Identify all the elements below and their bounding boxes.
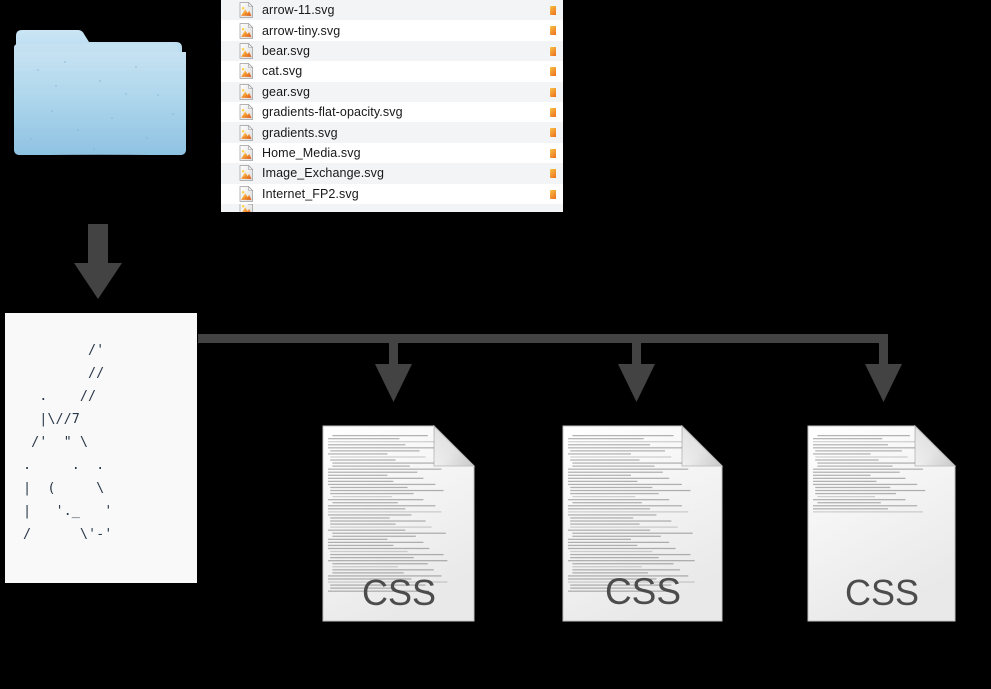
arrow-branch-3	[865, 338, 902, 402]
folder-icon[interactable]	[8, 18, 194, 168]
file-name: gradients-flat-opacity.svg	[262, 105, 403, 120]
css2-glyph	[562, 424, 727, 626]
svg-file-icon	[239, 104, 254, 120]
file-list-item[interactable]: bear.svg	[221, 40, 563, 62]
file-name: Internet_FP2.svg	[262, 186, 359, 201]
file-list-item[interactable]: Internet_FP2.svg	[221, 183, 563, 204]
css-label: CSS	[604, 571, 682, 613]
clipped-icon-column	[550, 107, 556, 117]
svg-file-icon	[239, 42, 254, 59]
tree-trunk	[198, 334, 888, 343]
svg-file-icon	[239, 124, 254, 141]
file-list-rows: arrow-11.svg arrow-tiny.svg bear.svg cat.sv…	[221, 0, 563, 212]
css-document-2[interactable]: CSS	[558, 421, 728, 627]
css3-glyph	[807, 424, 960, 626]
css-label: CSS	[361, 572, 437, 614]
ascii-art-panel[interactable]: /' // . // |\//7 /' " \ . . . | ( \ | '.…	[5, 313, 197, 583]
file-name: arrow-11.svg	[262, 3, 335, 18]
svg-file-icon	[239, 185, 254, 202]
svg-file-icon	[239, 2, 254, 18]
clipped-icon-column	[550, 46, 556, 56]
css1-glyph	[322, 424, 479, 626]
file-list-item-clipped[interactable]	[221, 203, 563, 212]
svg-file-icon	[239, 22, 254, 39]
css-document-1[interactable]: CSS	[318, 421, 480, 627]
svg-file-list[interactable]: arrow-11.svg arrow-tiny.svg bear.svg cat.sv…	[221, 0, 563, 212]
svg-file-icon	[239, 144, 254, 161]
svg-file-icon	[239, 63, 254, 80]
ascii-art-cat: /' // . // |\//7 /' " \ . . . | ( \ | '.…	[23, 342, 113, 542]
arrow-branch-2	[618, 338, 655, 402]
clipped-icon-column	[550, 189, 556, 199]
file-list-item[interactable]: gear.svg	[221, 81, 563, 102]
arrow-folder-to-ascii	[74, 224, 122, 299]
svg-file-icon	[239, 203, 254, 212]
clipped-icon-column	[550, 87, 556, 97]
folder-glyph	[14, 30, 186, 164]
file-name: gradients.svg	[262, 125, 338, 140]
file-list-item[interactable]: Image_Exchange.svg	[221, 163, 563, 184]
clipped-icon-column	[550, 128, 556, 138]
file-list-item[interactable]: gradients-flat-opacity.svg	[221, 101, 563, 123]
clipped-icon-column	[550, 6, 556, 15]
css-document-3[interactable]: CSS	[803, 421, 961, 627]
clipped-icon-column	[550, 169, 556, 179]
file-list-item[interactable]: cat.svg	[221, 61, 563, 82]
file-list-item[interactable]: Home_Media.svg	[221, 142, 563, 164]
arrow-branch-1	[375, 338, 412, 402]
file-name: cat.svg	[262, 64, 303, 79]
file-name: Home_Media.svg	[262, 145, 361, 160]
file-name: bear.svg	[262, 43, 311, 58]
svg-file-icon	[239, 165, 254, 182]
clipped-icon-column	[550, 148, 556, 158]
file-list-item[interactable]: arrow-11.svg	[221, 0, 563, 21]
svg-file-icon	[239, 83, 254, 100]
file-list-item[interactable]: gradients.svg	[221, 122, 563, 143]
clipped-icon-column	[550, 67, 556, 77]
file-name: arrow-tiny.svg	[262, 23, 341, 38]
clipped-icon-column	[550, 26, 556, 36]
file-list-item[interactable]: arrow-tiny.svg	[221, 20, 563, 41]
file-name: Image_Exchange.svg	[262, 166, 385, 181]
file-name: gear.svg	[262, 84, 311, 99]
css-label: CSS	[844, 572, 920, 614]
